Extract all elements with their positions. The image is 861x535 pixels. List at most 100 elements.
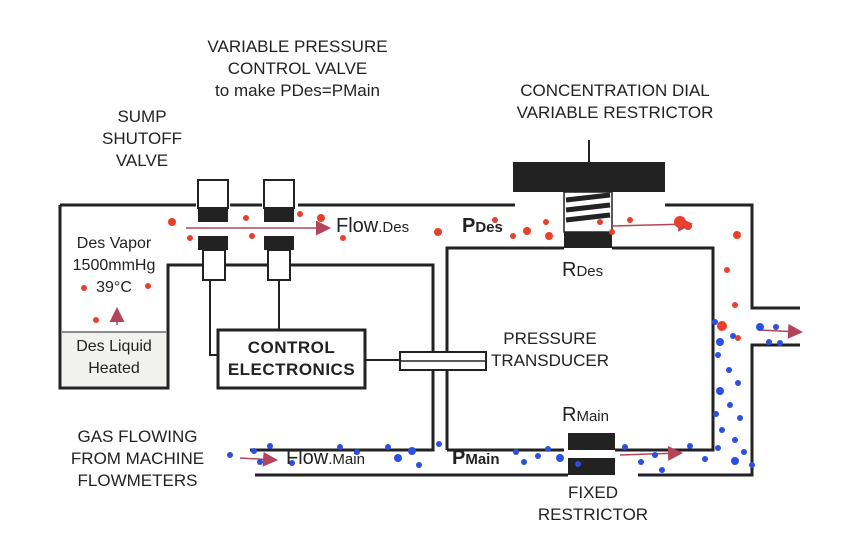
r-main-sub: Main (576, 408, 609, 425)
r-des-main: R (562, 259, 577, 281)
gas-molecule (416, 462, 422, 468)
label-line: 39°C (96, 279, 132, 296)
gas-molecule (385, 444, 391, 450)
gas-molecule (652, 452, 658, 458)
flow-des-label: Flow.Des (336, 215, 409, 238)
gas-molecule (408, 447, 416, 455)
vapor-molecule (249, 233, 255, 239)
vapor-molecule (597, 219, 603, 225)
vapor-molecule (317, 214, 325, 222)
vaporizer-casing (58, 203, 800, 477)
concentration-dial-label: CONCENTRATION DIAL VARIABLE RESTRICTOR (500, 80, 730, 124)
p-main-sub: Main (465, 451, 500, 468)
fixed-restrictor-block (568, 433, 615, 475)
label-line: RESTRICTOR (537, 505, 649, 524)
concentration-dial (513, 140, 665, 248)
vapor-molecule (735, 335, 741, 341)
label-line: CONCENTRATION DIAL (520, 81, 710, 100)
vapor-molecule (627, 217, 633, 223)
variable-pressure-valve-label: VARIABLE PRESSURE CONTROL VALVE to make … (180, 36, 415, 102)
gas-molecule (227, 452, 233, 458)
gas-molecule (575, 461, 581, 467)
gas-molecule (622, 444, 628, 450)
gas-molecule (737, 415, 743, 421)
vapor-molecule (684, 222, 692, 230)
r-des-label: RDes (562, 259, 603, 282)
flow-main-label: Flow.Main (286, 447, 365, 470)
gas-molecule (719, 427, 725, 433)
label-line: 1500mmHg (72, 257, 156, 274)
vapor-molecule (609, 229, 615, 235)
flow-main-arrow (239, 451, 278, 467)
gas-molecule (638, 459, 644, 465)
label-line: to make PDes=PMain (215, 81, 380, 100)
gas-molecule (713, 411, 719, 417)
label-line: TRANSDUCER (490, 351, 610, 370)
outlet-arrow (759, 323, 803, 339)
gas-molecule (735, 380, 741, 386)
p-des-sub: Des (475, 219, 503, 236)
label-line: PRESSURE (503, 329, 597, 348)
gas-molecule (741, 449, 747, 455)
vapor-molecule (187, 235, 193, 241)
p-main-main: P (452, 447, 466, 469)
vapor-molecule (732, 302, 738, 308)
gas-molecule (716, 338, 724, 346)
label-line: FLOWMETERS (77, 471, 198, 490)
flow-main-main: Flow (286, 447, 329, 469)
vapor-molecule (243, 215, 249, 221)
gas-molecule (337, 444, 343, 450)
gas-molecule (712, 319, 718, 325)
gas-molecule (716, 387, 724, 395)
gas-molecule (251, 448, 257, 454)
des-vapor-label: Des Vapor 1500mmHg 39°C (62, 233, 166, 299)
gas-molecule (732, 437, 738, 443)
label-line: VARIABLE PRESSURE (207, 37, 388, 56)
gas-molecules (227, 319, 783, 473)
control-electronics-box (216, 328, 367, 390)
label-line: Des Liquid (76, 338, 152, 355)
label-line: VARIABLE RESTRICTOR (516, 103, 714, 122)
fixed-restrictor-label: FIXED RESTRICTOR (530, 482, 656, 526)
label-line: Heated (88, 360, 140, 377)
gas-molecule (687, 443, 693, 449)
gas-molecule (766, 339, 772, 345)
label-line: VALVE (115, 151, 169, 170)
gas-molecule (535, 453, 541, 459)
gas-molecule (545, 446, 551, 452)
label-line: SHUTOFF (102, 129, 182, 148)
des-liquid-label: Des Liquid Heated (62, 336, 166, 380)
vapor-molecule (434, 228, 442, 236)
gas-molecule (702, 456, 708, 462)
sump-shutoff-valve-label: SUMP SHUTOFF VALVE (92, 106, 192, 172)
label-line: FROM MACHINE (70, 449, 205, 468)
vapor-molecule (674, 216, 686, 228)
vapor-molecule (168, 218, 176, 226)
gas-molecule (727, 402, 733, 408)
gas-molecule (267, 443, 273, 449)
control-electronics-label: CONTROL ELECTRONICS (218, 337, 365, 381)
flow-main-exit-arrow (619, 445, 683, 461)
gas-molecule (289, 460, 295, 466)
vapor-molecule (733, 231, 741, 239)
vapor-molecule (510, 233, 516, 239)
vapor-molecule (545, 232, 553, 240)
vapor-molecule (523, 227, 531, 235)
gas-molecule (731, 457, 739, 465)
flow-des-sub: .Des (378, 219, 410, 236)
gas-molecule (513, 449, 519, 455)
vapor-molecule (724, 267, 730, 273)
vapor-molecule (717, 321, 727, 331)
p-des-main: P (462, 215, 476, 237)
gas-molecule (257, 459, 263, 465)
p-des-label: PDes (462, 215, 503, 238)
label-line: GAS FLOWING (77, 427, 198, 446)
vapor-molecule (492, 217, 498, 223)
gas-molecule (354, 449, 360, 455)
label-line: ELECTRONICS (227, 360, 356, 379)
gas-molecule (756, 323, 764, 331)
sump-shutoff-valve (197, 179, 229, 281)
vapor-molecule (81, 285, 87, 291)
gas-molecule (715, 352, 721, 358)
